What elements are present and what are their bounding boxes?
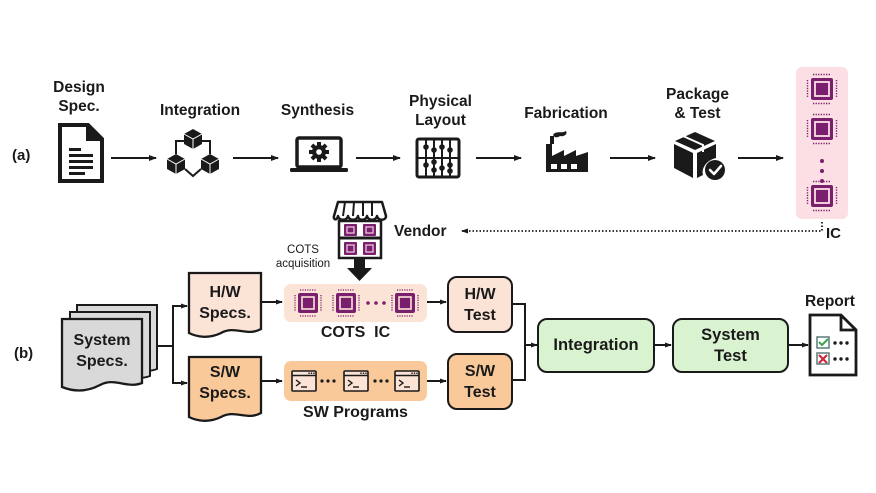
ellipsis-dot bbox=[820, 159, 824, 163]
abacus-grid-icon bbox=[415, 137, 461, 179]
stage-title-line1: Design bbox=[53, 79, 105, 96]
terminal-icon bbox=[394, 370, 420, 392]
panel-a-label: (a) bbox=[12, 147, 31, 164]
system-specs-doc-stack bbox=[60, 304, 158, 392]
sw-test-box: S/W Test bbox=[447, 353, 513, 410]
cots-acq-line2: acquisition bbox=[275, 258, 331, 270]
sw-specs-doc bbox=[187, 355, 263, 422]
hw-specs-label: H/W Specs. bbox=[189, 282, 261, 324]
cots-ic-label: COTS IC bbox=[320, 324, 391, 341]
chip-icon bbox=[332, 289, 360, 317]
stage-title-line1: Package bbox=[666, 86, 729, 103]
system-specs-label: System Specs. bbox=[62, 330, 142, 372]
stage-physical-layout-title: Physical Layout bbox=[393, 92, 488, 130]
storefront-icon bbox=[332, 200, 388, 260]
integration-box: Integration bbox=[537, 318, 655, 373]
sw-specs-line2: Specs. bbox=[199, 385, 251, 402]
stage-integration-title: Integration bbox=[159, 102, 241, 119]
hwtest-merge bbox=[513, 303, 526, 381]
vendor-label: Vendor bbox=[394, 223, 447, 240]
hw-specs-line2: Specs. bbox=[199, 305, 251, 322]
system-test-line1: System bbox=[701, 325, 760, 344]
cots-acquisition-label: COTS acquisition bbox=[268, 243, 338, 271]
chip-icon bbox=[806, 73, 838, 105]
cots-ic-chips bbox=[294, 289, 419, 317]
sw-specs-line1: S/W bbox=[209, 364, 241, 381]
sw-test-line2: Test bbox=[464, 383, 496, 401]
sw-test-line1: S/W bbox=[464, 362, 496, 380]
stage-title-line2: & Test bbox=[674, 105, 721, 122]
hw-test-line1: H/W bbox=[464, 285, 496, 303]
stage-title-line2: Layout bbox=[415, 112, 466, 129]
hw-test-line2: Test bbox=[464, 306, 496, 324]
hw-test-box: H/W Test bbox=[447, 276, 513, 333]
cots-acquisition-arrow bbox=[347, 258, 372, 281]
stage-fabrication-title: Fabrication bbox=[524, 105, 608, 122]
cots-acq-line1: COTS bbox=[287, 244, 319, 256]
report-label: Report bbox=[805, 293, 855, 310]
chip-icon bbox=[294, 289, 322, 317]
ic-label: IC bbox=[826, 225, 841, 242]
chip-icon bbox=[391, 289, 419, 317]
stage-design-spec-title: Design Spec. bbox=[44, 78, 114, 116]
terminal-icon bbox=[343, 370, 369, 392]
ellipsis-dot bbox=[820, 169, 824, 173]
terminal-icon bbox=[291, 370, 317, 392]
report-icon bbox=[808, 313, 858, 377]
box-check-icon bbox=[674, 132, 725, 180]
panel-b-label: (b) bbox=[14, 345, 34, 362]
sw-programs-icons bbox=[291, 370, 420, 392]
stage-package-test-title: Package & Test bbox=[650, 85, 745, 123]
sw-programs-label: SW Programs bbox=[303, 404, 408, 421]
document-icon bbox=[58, 123, 104, 183]
system-specs-line2: Specs. bbox=[76, 353, 128, 370]
hw-specs-line1: H/W bbox=[209, 284, 241, 301]
laptop-gear-icon bbox=[290, 136, 348, 172]
split-to-sw bbox=[172, 346, 188, 386]
cubes-network-icon bbox=[166, 129, 220, 178]
sw-specs-label: S/W Specs. bbox=[189, 362, 261, 404]
system-test-box: System Test bbox=[672, 318, 789, 373]
stage-title-line2: Spec. bbox=[58, 98, 100, 115]
system-specs-line1: System bbox=[73, 332, 131, 349]
ic-chip-stack bbox=[806, 73, 838, 212]
stage-synthesis-title: Synthesis bbox=[280, 102, 355, 119]
factory-icon bbox=[546, 131, 588, 172]
system-test-line2: Test bbox=[714, 346, 747, 365]
integration-label: Integration bbox=[553, 336, 639, 354]
check-box-icon bbox=[816, 336, 830, 349]
split-to-hw bbox=[172, 303, 188, 346]
stage-title-line1: Physical bbox=[409, 93, 472, 110]
hw-specs-doc bbox=[187, 271, 263, 338]
dotted-ic-to-vendor bbox=[461, 222, 823, 234]
